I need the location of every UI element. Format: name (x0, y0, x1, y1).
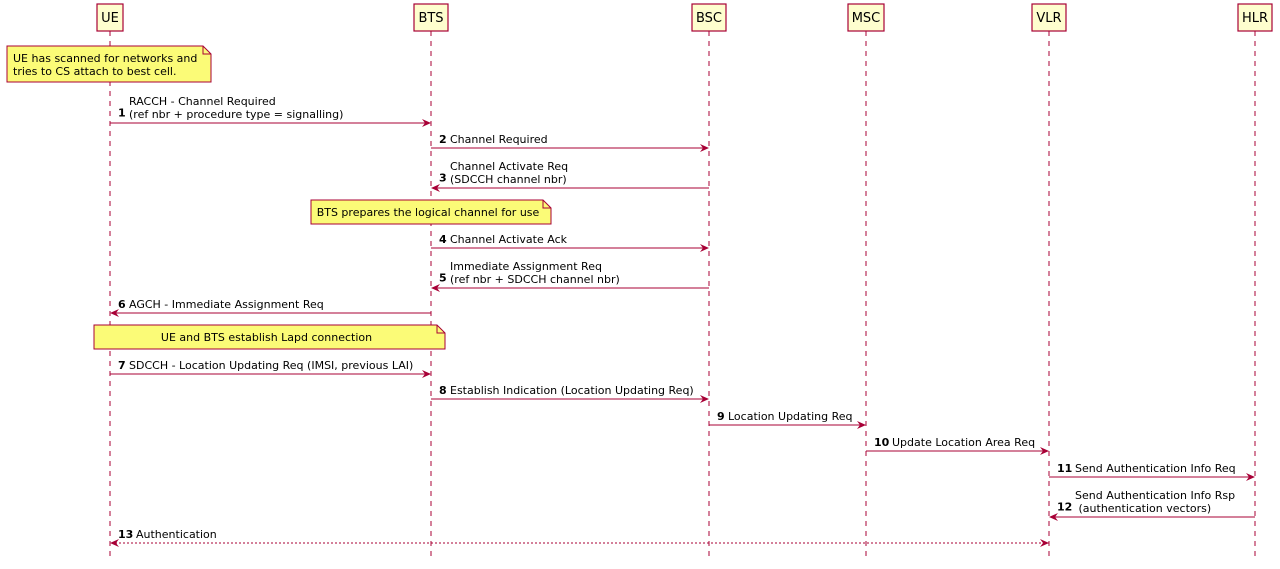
arrowhead (1040, 447, 1049, 455)
message-number: 9 (717, 410, 725, 423)
note-fold (542, 200, 551, 209)
participants: UE BTS BSC MSC VLR HLR (96, 3, 1273, 32)
message-label: Channel Activate Ack (450, 233, 568, 246)
note-text: BTS prepares the logical channel for use (317, 206, 540, 219)
participant-label: UE (101, 11, 119, 26)
message-label: (SDCCH channel nbr) (450, 173, 567, 186)
participant-ue: UE (96, 3, 124, 32)
participant-box (1031, 3, 1067, 32)
arrowhead (431, 184, 440, 192)
message-label: Send Authentication Info Rsp (1075, 489, 1235, 502)
note-shape (6, 45, 212, 83)
message-label: Establish Indication (Location Updating … (450, 384, 694, 397)
message-number: 13 (118, 528, 133, 541)
message-label: (authentication vectors) (1075, 502, 1211, 515)
note-fold (436, 325, 445, 334)
message-number: 6 (118, 298, 126, 311)
message-label: RACCH - Channel Required (129, 95, 276, 108)
message-number: 12 (1057, 501, 1072, 514)
participant-label: MSC (852, 11, 881, 26)
message-number: 4 (439, 233, 447, 246)
participant-box (96, 3, 124, 32)
participant-label: BSC (696, 11, 722, 26)
participant-msc: MSC (847, 3, 885, 32)
participant-box (413, 3, 449, 32)
note: UE and BTS establish Lapd connection (93, 324, 446, 350)
arrowhead (110, 539, 119, 547)
note-text: UE has scanned for networks and (13, 52, 197, 65)
message-label: (ref nbr + SDCCH channel nbr) (450, 273, 620, 286)
arrowhead-start (1040, 539, 1049, 547)
message-label: Location Updating Req (728, 410, 853, 423)
message-label: AGCH - Immediate Assignment Req (129, 298, 324, 311)
message-number: 10 (874, 436, 890, 449)
message-label: Channel Required (450, 133, 548, 146)
message-label: Channel Activate Req (450, 160, 568, 173)
note-shape (93, 324, 446, 350)
participant-label: HLR (1242, 11, 1268, 26)
participant-vlr: VLR (1031, 3, 1067, 32)
arrowhead (700, 395, 709, 403)
arrowhead (857, 421, 866, 429)
arrowhead (422, 370, 431, 378)
arrowhead (431, 284, 440, 292)
arrowhead (700, 144, 709, 152)
message-number: 7 (118, 359, 126, 372)
note: BTS prepares the logical channel for use (310, 199, 552, 225)
note-text: UE and BTS establish Lapd connection (161, 331, 372, 344)
message-label: SDCCH - Location Updating Req (IMSI, pre… (129, 359, 413, 372)
note-text: tries to CS attach to best cell. (13, 65, 176, 78)
message-number: 3 (439, 172, 447, 185)
participant-hlr: HLR (1237, 3, 1273, 32)
participant-label: VLR (1036, 11, 1061, 26)
message-label: Authentication (136, 528, 217, 541)
arrowhead (1246, 473, 1255, 481)
message-number: 8 (439, 384, 447, 397)
note-shape (310, 199, 552, 225)
message-label: (ref nbr + procedure type = signalling) (129, 108, 343, 121)
message-label: Update Location Area Req (892, 436, 1035, 449)
participant-box (691, 3, 727, 32)
participant-box (847, 3, 885, 32)
arrowhead (700, 244, 709, 252)
message-number: 5 (439, 272, 447, 285)
participant-label: BTS (418, 11, 443, 26)
message-number: 1 (118, 107, 126, 120)
message-label: Immediate Assignment Req (450, 260, 602, 273)
lifelines (109, 31, 1256, 560)
arrowhead (422, 119, 431, 127)
participant-bts: BTS (413, 3, 449, 32)
arrowhead (1049, 513, 1058, 521)
arrowhead (110, 309, 119, 317)
message-number: 2 (439, 133, 447, 146)
message-label: Send Authentication Info Req (1075, 462, 1236, 475)
participant-box (1237, 3, 1273, 32)
participant-bsc: BSC (691, 3, 727, 32)
message-number: 11 (1057, 462, 1072, 475)
note-fold (202, 46, 211, 55)
